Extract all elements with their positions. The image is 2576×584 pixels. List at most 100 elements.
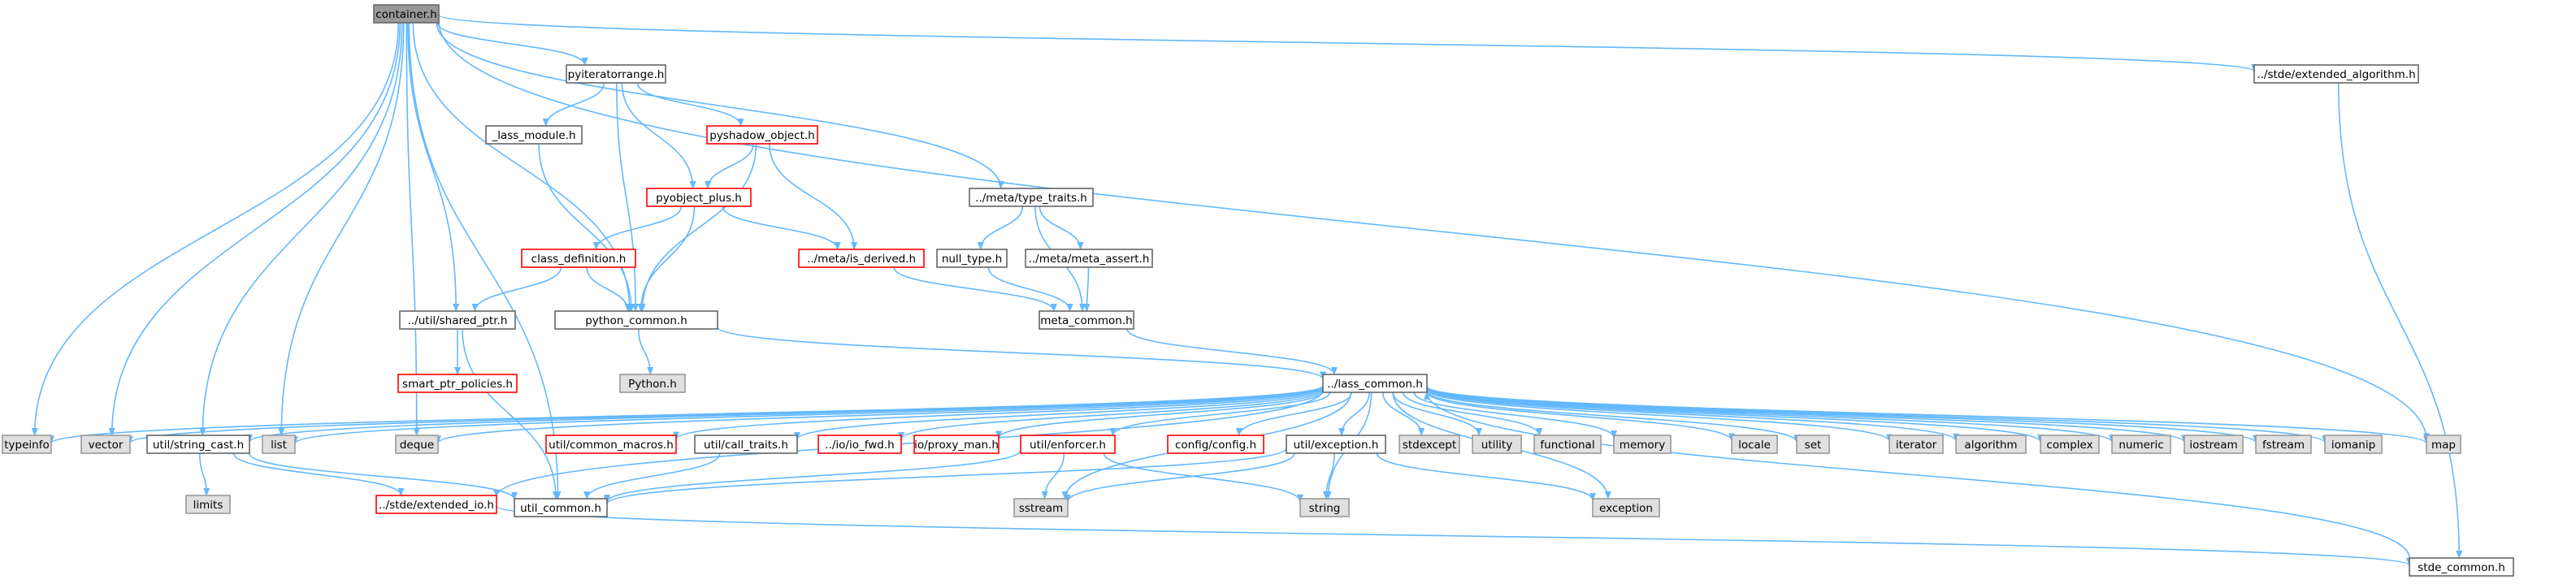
node-box-calltraits	[694, 435, 798, 454]
node-smartptr[interactable]: smart_ptr_policies.h	[397, 374, 518, 393]
edge-lasscommon-to-exceptionh	[1338, 391, 1370, 436]
node-label-string: string	[1309, 502, 1341, 515]
node-box-locale	[1731, 435, 1778, 454]
node-pycommon[interactable]: python_common.h	[554, 310, 718, 330]
node-label-list: list	[271, 439, 287, 452]
node-label-vector: vector	[89, 439, 124, 452]
node-lasscommon[interactable]: ../lass_common.h	[1322, 374, 1428, 393]
node-label-memory: memory	[1620, 439, 1665, 452]
node-box-proxyman	[913, 435, 1000, 454]
edge-lassmod-to-pycommon	[538, 143, 635, 312]
node-algoh[interactable]: ../stde/extended_algorithm.h	[2253, 64, 2419, 84]
node-iomanip[interactable]: iomanip	[2324, 435, 2383, 454]
node-metacommon[interactable]: meta_common.h	[1039, 310, 1134, 330]
node-isderived[interactable]: ../meta/is_derived.h	[798, 249, 925, 268]
node-string[interactable]: string	[1299, 498, 1350, 517]
node-algorithm[interactable]: algorithm	[1955, 435, 2027, 454]
node-macros[interactable]: util/common_macros.h	[545, 435, 677, 454]
node-memory[interactable]: memory	[1613, 435, 1672, 454]
node-vector[interactable]: vector	[80, 435, 131, 454]
edge-lasscommon-to-iofwd	[898, 389, 1324, 440]
node-utilcommon[interactable]: util_common.h	[514, 498, 608, 517]
node-container[interactable]: container.h	[373, 4, 440, 24]
node-label-fstream: fstream	[2262, 439, 2305, 452]
node-deque[interactable]: deque	[395, 435, 439, 454]
node-set[interactable]: set	[1796, 435, 1830, 454]
edge-sharedptr-to-utilcommon	[462, 328, 559, 500]
node-pythonh[interactable]: Python.h	[619, 374, 686, 393]
node-box-utilcommon	[514, 498, 608, 517]
edge-pyiter-to-pyshadow	[636, 82, 744, 127]
node-iostream[interactable]: iostream	[2184, 435, 2244, 454]
node-typetraits[interactable]: ../meta/type_traits.h	[969, 188, 1094, 207]
node-complex[interactable]: complex	[2040, 435, 2100, 454]
node-box-extio	[375, 495, 497, 514]
node-stdexcept[interactable]: stdexcept	[1399, 435, 1460, 454]
node-iofwd[interactable]: ../io/io_fwd.h	[817, 435, 902, 454]
node-list[interactable]: list	[262, 435, 296, 454]
node-extio[interactable]: ../stde/extended_io.h	[375, 495, 497, 514]
node-exception[interactable]: exception	[1592, 498, 1660, 517]
node-box-stdecommon	[2409, 557, 2514, 577]
node-locale[interactable]: locale	[1731, 435, 1778, 454]
node-box-algorithm	[1955, 435, 2027, 454]
node-sharedptr[interactable]: ../util/shared_ptr.h	[399, 310, 516, 330]
node-label-proxyman: io/proxy_man.h	[914, 439, 999, 452]
node-fstream[interactable]: fstream	[2255, 435, 2312, 454]
edge-lasscommon-to-stringcast	[246, 385, 1324, 443]
edge-lasscommon-to-complex	[1426, 387, 2044, 443]
node-box-iomanip	[2324, 435, 2383, 454]
node-config[interactable]: config/config.h	[1167, 435, 1264, 454]
node-metaassert[interactable]: ../meta/meta_assert.h	[1025, 249, 1153, 268]
node-lassmod[interactable]: _lass_module.h	[485, 125, 583, 145]
node-utility[interactable]: utility	[1472, 435, 1522, 454]
edge-container-to-stringcast	[199, 22, 403, 436]
node-exceptionh[interactable]: util/exception.h	[1286, 435, 1386, 454]
node-box-typetraits	[969, 188, 1094, 207]
node-box-complex	[2040, 435, 2100, 454]
node-enforcer[interactable]: util/enforcer.h	[1020, 435, 1116, 454]
edge-container-to-typetraits	[436, 22, 1004, 189]
node-box-iterator	[1889, 435, 1944, 454]
node-pyiter[interactable]: pyiteratorrange.h	[566, 64, 666, 84]
node-nulltype[interactable]: null_type.h	[936, 249, 1008, 268]
node-label-typetraits: ../meta/type_traits.h	[975, 192, 1087, 205]
node-limits[interactable]: limits	[185, 495, 231, 514]
edge-lasscommon-to-iostream	[1426, 386, 2188, 443]
node-pyshadow[interactable]: pyshadow_object.h	[706, 125, 818, 145]
edge-pyshadow-to-pyobj	[705, 143, 754, 189]
node-stringcast[interactable]: util/string_cast.h	[146, 435, 250, 454]
edge-lasscommon-to-deque	[435, 386, 1324, 444]
node-numeric[interactable]: numeric	[2111, 435, 2171, 454]
edge-pyobj-to-pycommon	[637, 205, 696, 312]
edge-metaassert-to-metacommon	[1083, 266, 1091, 312]
node-box-sharedptr	[399, 310, 516, 330]
node-label-exceptionh: util/exception.h	[1294, 439, 1379, 452]
edge-isderived-to-metacommon	[893, 266, 1057, 312]
node-label-pyiter: pyiteratorrange.h	[568, 68, 665, 81]
node-functional[interactable]: functional	[1533, 435, 1602, 454]
node-label-macros: util/common_macros.h	[549, 439, 674, 452]
node-label-iofwd: ../io/io_fwd.h	[825, 439, 894, 452]
node-typeinfo[interactable]: typeinfo	[2, 435, 52, 454]
node-label-pycommon: python_common.h	[585, 314, 687, 327]
edge-exceptionh-to-utilcommon	[604, 448, 1287, 505]
node-label-metaassert: ../meta/meta_assert.h	[1029, 253, 1150, 266]
node-label-sharedptr: ../util/shared_ptr.h	[408, 314, 508, 327]
node-pyobj[interactable]: pyobject_plus.h	[646, 188, 752, 207]
node-iterator[interactable]: iterator	[1889, 435, 1944, 454]
node-label-stdecommon: stde_common.h	[2418, 561, 2505, 574]
node-box-config	[1167, 435, 1264, 454]
node-proxyman[interactable]: io/proxy_man.h	[913, 435, 1000, 454]
node-stdecommon[interactable]: stde_common.h	[2409, 557, 2514, 577]
node-map[interactable]: map	[2426, 435, 2461, 454]
node-box-smartptr	[397, 374, 518, 393]
node-calltraits[interactable]: util/call_traits.h	[694, 435, 798, 454]
node-label-utilcommon: util_common.h	[520, 502, 601, 515]
node-label-nulltype: null_type.h	[942, 253, 1002, 266]
node-box-exceptionh	[1286, 435, 1386, 454]
node-label-set: set	[1805, 439, 1822, 452]
node-label-exception: exception	[1599, 502, 1653, 515]
node-classdef[interactable]: class_definition.h	[521, 249, 636, 268]
node-sstream[interactable]: sstream	[1013, 498, 1069, 517]
